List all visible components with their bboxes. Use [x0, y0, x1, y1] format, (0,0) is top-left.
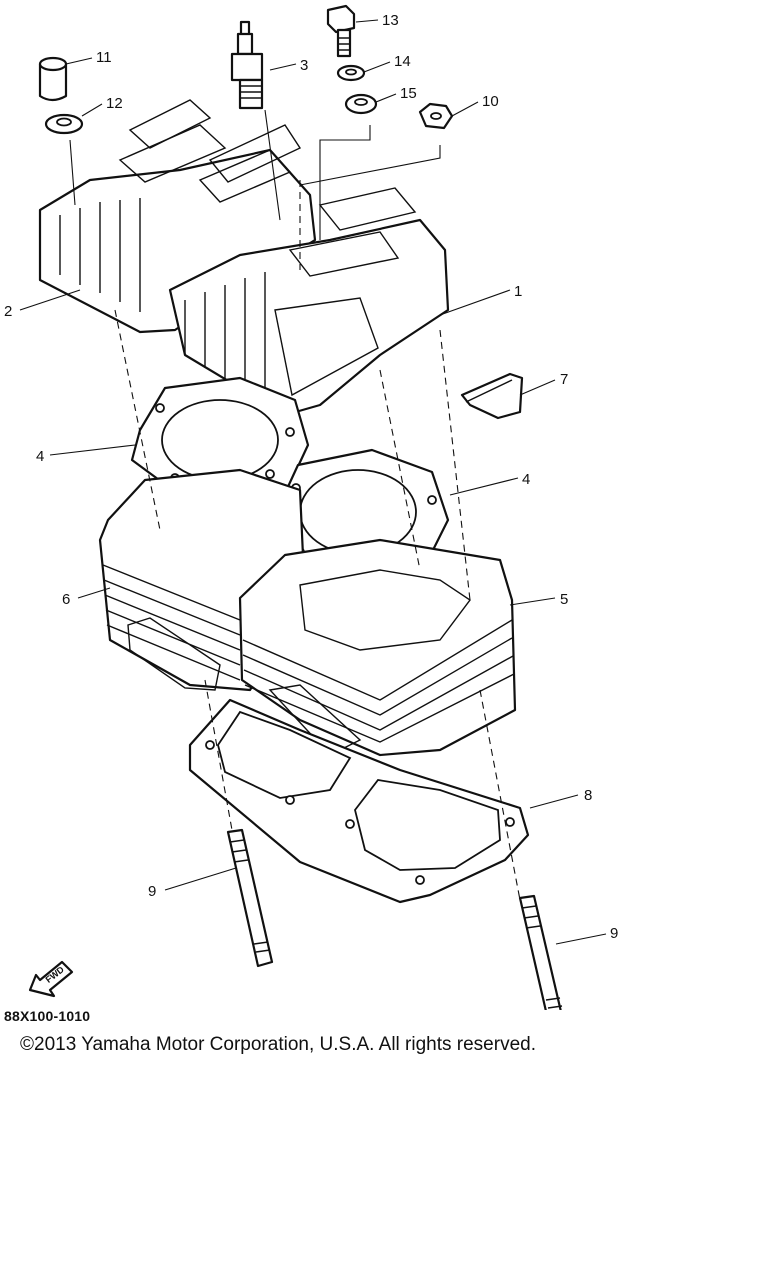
callout-5: 5	[560, 591, 568, 608]
cylinder-front	[238, 538, 517, 757]
callout-14: 14	[394, 53, 411, 70]
forward-arrow-icon: FWD	[28, 960, 74, 998]
callout-6: 6	[62, 591, 70, 608]
spark-plug	[230, 20, 264, 110]
copyright-notice: ©2013 Yamaha Motor Corporation, U.S.A. A…	[20, 1034, 536, 1055]
cylinder-head-rear	[38, 99, 317, 334]
nut-10	[418, 102, 454, 130]
callout-4a: 4	[36, 448, 44, 465]
callout-13: 13	[382, 12, 399, 29]
washer-12	[44, 113, 84, 135]
cylinder-exploded-diagram: 1 2 3 4 4 5 6 7 8 9 9 10 11 12 13 14 15 …	[4, 4, 618, 1010]
washer-15	[344, 93, 378, 115]
head-gasket-rear	[130, 376, 310, 504]
callout-9b: 9	[610, 925, 618, 942]
callout-12: 12	[106, 95, 123, 112]
callout-1: 1	[514, 283, 522, 300]
diagram-code: 88X100-1010	[4, 1008, 91, 1024]
bolt-13	[326, 4, 356, 58]
callout-15: 15	[400, 85, 417, 102]
collar	[38, 56, 68, 102]
callout-7: 7	[560, 371, 568, 388]
stud-bolt-left	[226, 828, 274, 968]
lock-washer-14	[336, 64, 366, 82]
base-gasket	[188, 698, 530, 904]
callout-2: 2	[4, 303, 12, 320]
stud-bolt-right	[518, 894, 563, 1010]
callout-10: 10	[482, 93, 499, 110]
callout-9a: 9	[148, 883, 156, 900]
alignment-lines	[114, 180, 521, 901]
leader-lines	[19, 19, 607, 945]
damper	[460, 372, 524, 420]
callout-3: 3	[300, 57, 308, 74]
callout-11: 11	[96, 49, 112, 66]
callout-4b: 4	[522, 471, 530, 488]
callout-8: 8	[584, 787, 592, 804]
